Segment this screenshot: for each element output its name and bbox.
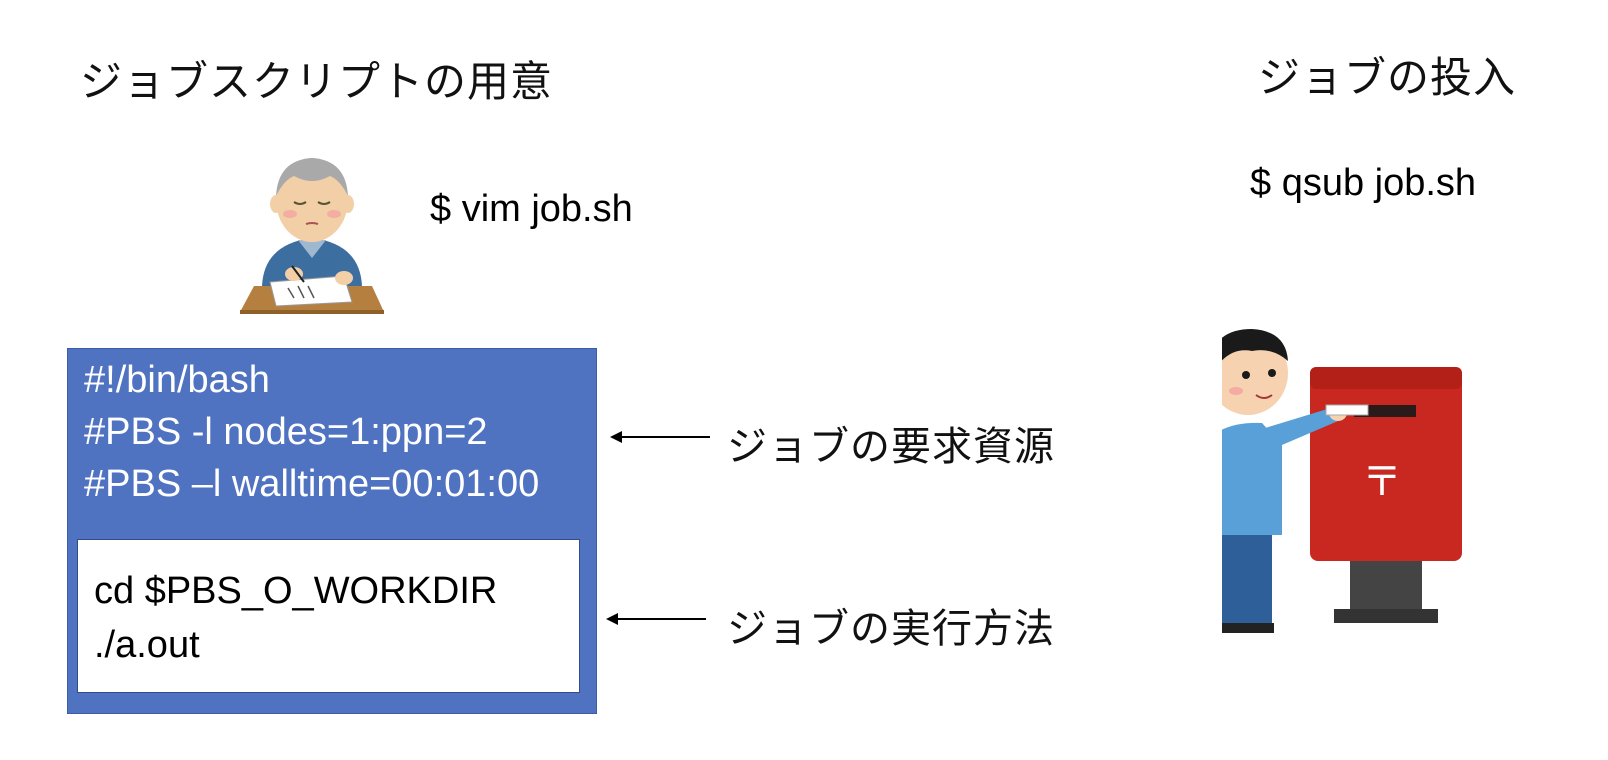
job-script-box: #!/bin/bash #PBS -l nodes=1:ppn=2 #PBS –…: [67, 348, 597, 714]
script-pbs-walltime-line: #PBS –l walltime=00:01:00: [84, 463, 540, 505]
arrow-left-icon: [606, 613, 706, 625]
heading-submit-job: ジョブの投入: [1258, 53, 1517, 102]
mailbox-posting-icon: 〒: [1222, 329, 1462, 633]
script-cd-line: cd $PBS_O_WORKDIR: [94, 570, 498, 612]
qsub-command: $ qsub job.sh: [1250, 162, 1477, 204]
script-shebang-line: #!/bin/bash: [84, 359, 270, 401]
arrow-left-icon: [610, 431, 710, 443]
script-pbs-nodes-line: #PBS -l nodes=1:ppn=2: [84, 411, 488, 453]
heading-prepare-script: ジョブスクリプトの用意: [80, 57, 554, 106]
vim-command: $ vim job.sh: [430, 188, 633, 230]
svg-text:〒: 〒: [1362, 459, 1402, 505]
elderly-man-writing-icon: [240, 158, 384, 314]
label-execution-method: ジョブの実行方法: [727, 606, 1055, 652]
script-run-line: ./a.out: [94, 624, 200, 666]
label-required-resources: ジョブの要求資源: [727, 424, 1055, 470]
script-execution-box: cd $PBS_O_WORKDIR ./a.out: [77, 539, 580, 693]
